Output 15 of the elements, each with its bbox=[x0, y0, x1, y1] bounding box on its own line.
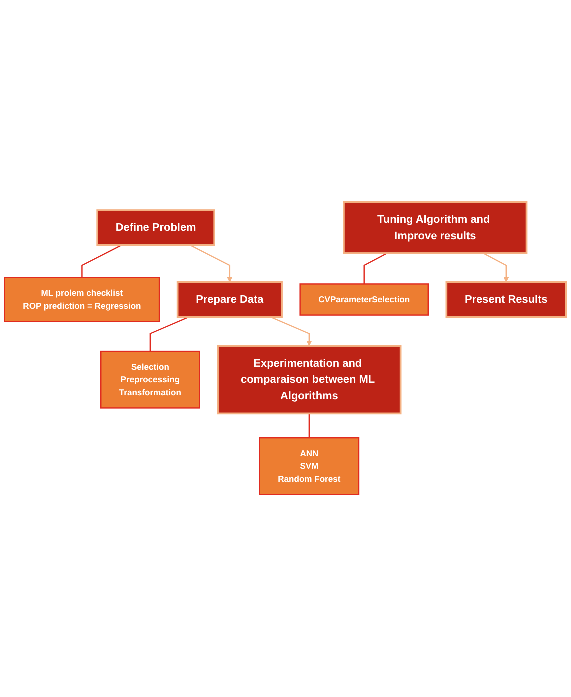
connector bbox=[82, 244, 122, 278]
node-box: CVParameterSelection bbox=[300, 284, 429, 316]
node-box: Selection Preprocessing Transformation bbox=[100, 350, 200, 409]
node-box: Present Results bbox=[446, 281, 568, 318]
arrow bbox=[190, 244, 233, 283]
node-box: Define Problem bbox=[96, 210, 216, 246]
node-box: ML prolem checklist ROP prediction = Regression bbox=[4, 277, 160, 322]
node-box: Tuning Algorithm and Improve results bbox=[343, 201, 528, 254]
node-box: Experimentation and comparaison between ML Algorithms bbox=[217, 345, 402, 415]
node-box: ANN SVM Random Forest bbox=[259, 437, 360, 496]
node-box: Prepare Data bbox=[176, 281, 283, 318]
connector bbox=[150, 316, 190, 352]
connector bbox=[308, 414, 310, 438]
arrow bbox=[483, 252, 510, 283]
arrow bbox=[270, 316, 312, 346]
